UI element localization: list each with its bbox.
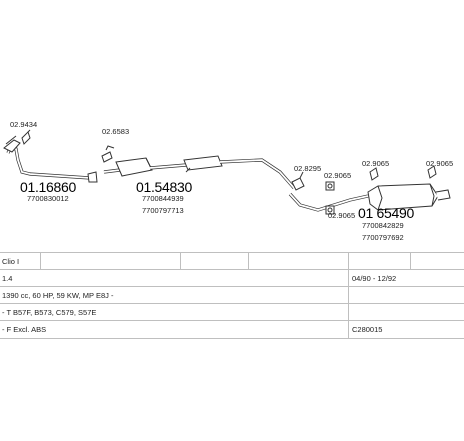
clamp-label-left: 02.9434 [10,120,38,129]
row-notes: - F Excl. ABS [2,325,47,334]
part-label-center-b: 02.9065 [328,211,356,220]
row-body-types: - T B57F, B573, C579, S57E [2,308,97,317]
middle-pipe-oem-number-2: 7700797713 [142,206,184,215]
exhaust-drawing [3,129,451,215]
cell-divider [410,252,411,269]
table-row: - F Excl. ABS C280015 [0,320,464,339]
clamp-drawing-mid [101,145,115,163]
cell-divider [180,252,181,269]
cell-divider [40,252,41,269]
middle-pipe-oem-number-1: 7700844939 [142,194,184,203]
clamp-drawing-left [21,129,31,145]
part-label-right-a: 02.9065 [362,159,390,168]
column-divider [348,252,349,338]
middle-pipe-part-number: 01.54830 [136,179,192,195]
table-row: 1.4 04/90 - 12/92 [0,269,464,287]
exhaust-diagram: 02.9434 01.16860 7700830012 02.6583 01.5… [3,120,454,242]
front-pipe-part-number: 01.16860 [20,179,76,195]
row-engine-spec: 1390 cc, 60 HP, 59 KW, MP E8J - [2,291,114,300]
clamp-drawing-center [291,171,305,191]
front-pipe-drawing [3,135,98,183]
row-production-dates: 04/90 - 12/92 [352,274,397,283]
row-vehicle-model: Clio I [2,257,20,266]
part-label-right-b: 02.9065 [426,159,454,168]
rear-pipe-drawing [288,192,369,212]
table-row: 1390 cc, 60 HP, 59 KW, MP E8J - [0,286,464,304]
rear-muffler-oem-number-1: 7700842829 [362,221,404,230]
row-engine-size: 1.4 [2,274,13,283]
rear-muffler-oem-number-2: 7700797692 [362,233,404,242]
rear-muffler-drawing [367,183,451,211]
table-row: - T B57F, B573, C579, S57E [0,303,464,321]
part-label-center-a: 02.9065 [324,171,352,180]
clamp-label-mid: 02.6583 [102,127,130,136]
table-row: Clio I [0,252,464,270]
row-catalog-code: C280015 [352,325,383,334]
rear-muffler-part-number: 01 65490 [358,205,414,221]
cell-divider [248,252,249,269]
middle-pipe-drawing [103,155,296,190]
front-pipe-oem-number: 7700830012 [27,194,69,203]
hanger-drawings [325,165,437,215]
clamp-label-center: 02.8295 [294,164,322,173]
